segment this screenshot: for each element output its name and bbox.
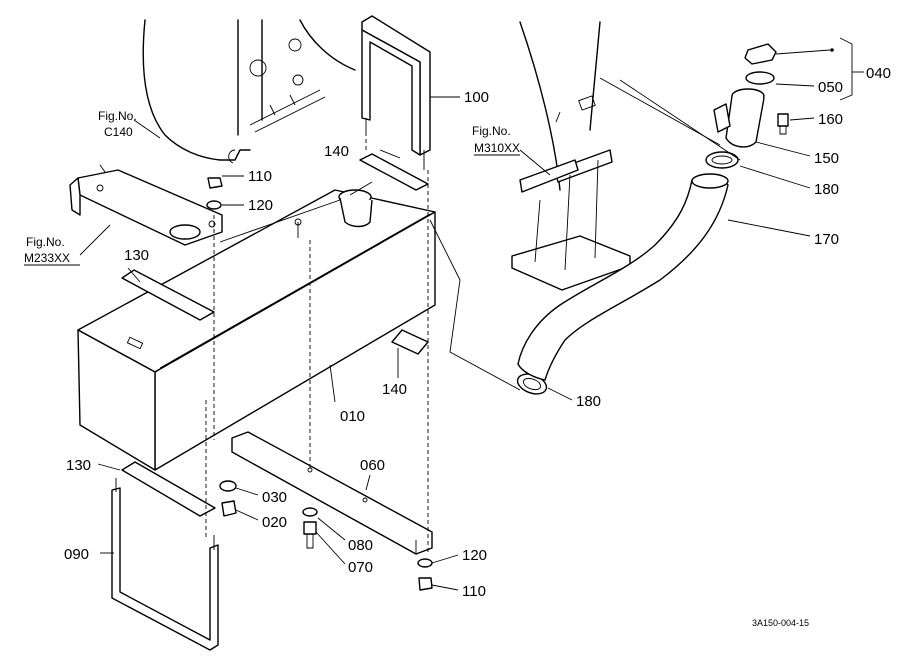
hose-170 <box>517 173 729 381</box>
label-180-upper: 180 <box>814 181 839 198</box>
label-150: 150 <box>814 150 839 167</box>
label-120-lower: 120 <box>462 547 487 564</box>
label-090: 090 <box>64 546 89 563</box>
label-170: 170 <box>814 231 839 248</box>
label-100: 100 <box>464 89 489 106</box>
label-130-upper: 130 <box>124 247 149 264</box>
label-020: 020 <box>262 514 287 531</box>
label-180-lower: 180 <box>576 393 601 410</box>
label-070: 070 <box>348 559 373 576</box>
drawing-code: 3A150-004-15 <box>752 618 809 628</box>
filler-neck-assembly <box>713 43 789 148</box>
u-bracket-090 <box>111 478 219 651</box>
engine-outline <box>142 19 356 164</box>
left-support-bracket <box>69 164 223 246</box>
label-140-lower: 140 <box>382 381 407 398</box>
ref-m310-line1: Fig.No. <box>472 124 511 138</box>
right-frame <box>511 21 631 291</box>
label-110-upper: 110 <box>248 168 272 185</box>
ref-c140-line1: Fig.No. <box>98 109 137 123</box>
lower-bracket-060 <box>231 431 433 555</box>
ref-m310-line2: M310XX <box>474 141 520 155</box>
label-060: 060 <box>360 457 385 474</box>
label-030: 030 <box>262 489 287 506</box>
bracket-100 <box>361 15 431 170</box>
leader-lines <box>79 37 864 591</box>
pad-130-lower <box>121 461 216 517</box>
label-050: 050 <box>818 79 843 96</box>
pad-130-upper <box>121 269 215 321</box>
fasteners <box>206 177 433 591</box>
alignment-lines <box>205 132 429 555</box>
ref-c140-line2: C140 <box>104 125 133 139</box>
part-labels: 010 020 030 040 050 060 070 080 090 100 … <box>64 65 891 600</box>
label-080: 080 <box>348 537 373 554</box>
figure-references: Fig.No. C140 Fig.No. M233XX Fig.No. M310… <box>24 109 520 266</box>
fuel-tank-010 <box>77 189 436 471</box>
ref-m233-line1: Fig.No. <box>26 235 65 249</box>
pad-140-upper <box>359 153 429 191</box>
label-040: 040 <box>866 65 891 82</box>
label-120-upper: 120 <box>248 197 273 214</box>
label-160: 160 <box>818 111 843 128</box>
ref-m233-line2: M233XX <box>24 251 70 265</box>
label-140-upper: 140 <box>324 143 349 160</box>
label-010: 010 <box>340 408 365 425</box>
label-130-lower: 130 <box>66 457 91 474</box>
pad-140-lower <box>391 329 429 355</box>
label-110-lower: 110 <box>462 583 486 600</box>
